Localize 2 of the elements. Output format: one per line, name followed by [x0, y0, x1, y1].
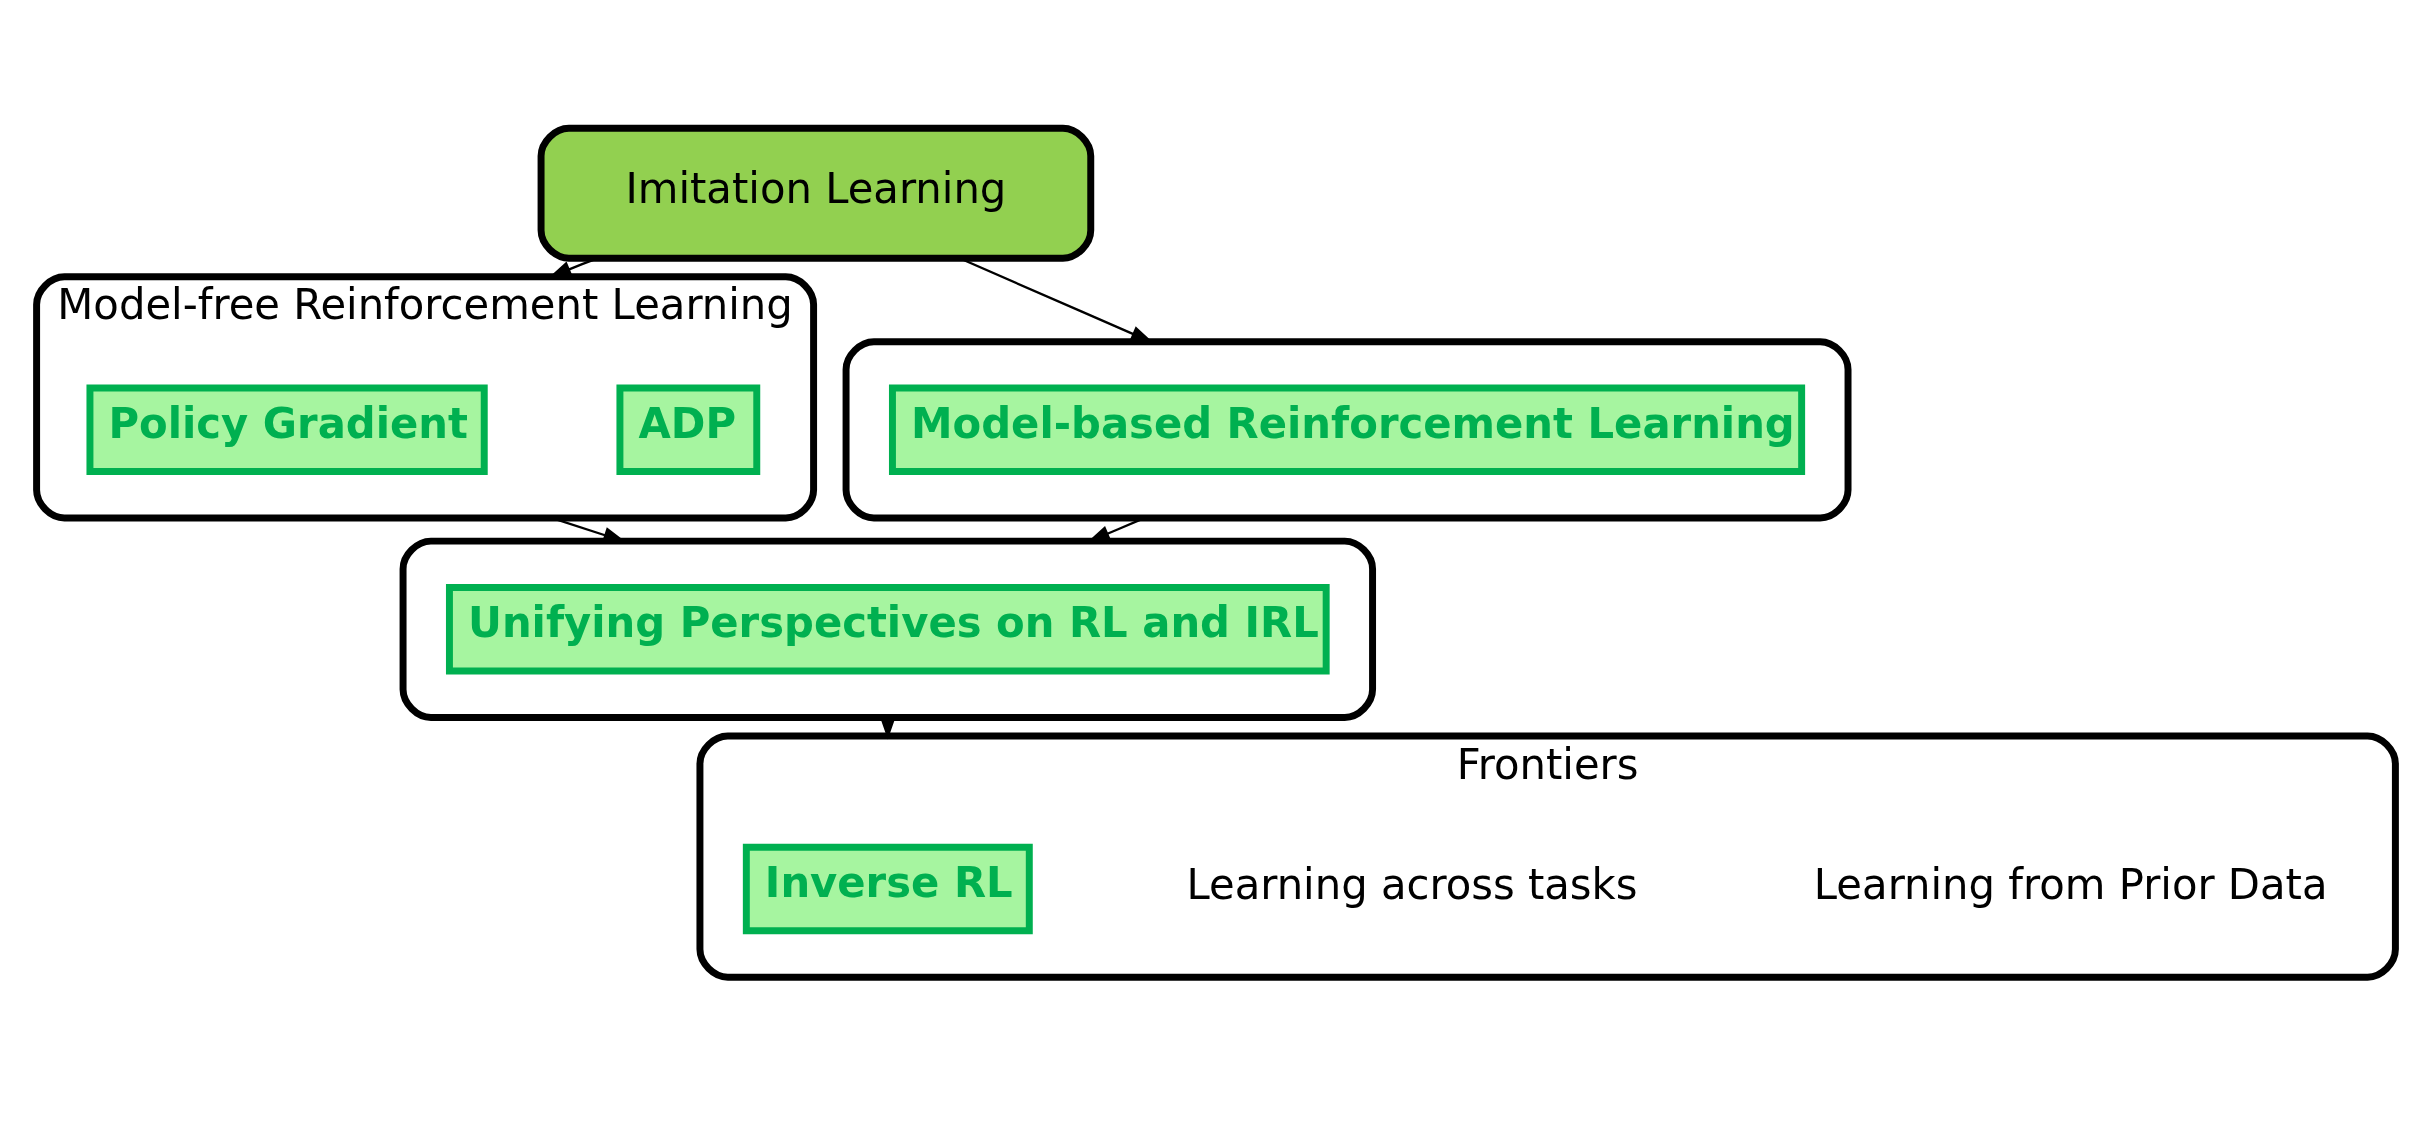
- node-text: Learning across tasks: [1186, 859, 1638, 909]
- node-text: Learning from Prior Data: [1813, 859, 2328, 909]
